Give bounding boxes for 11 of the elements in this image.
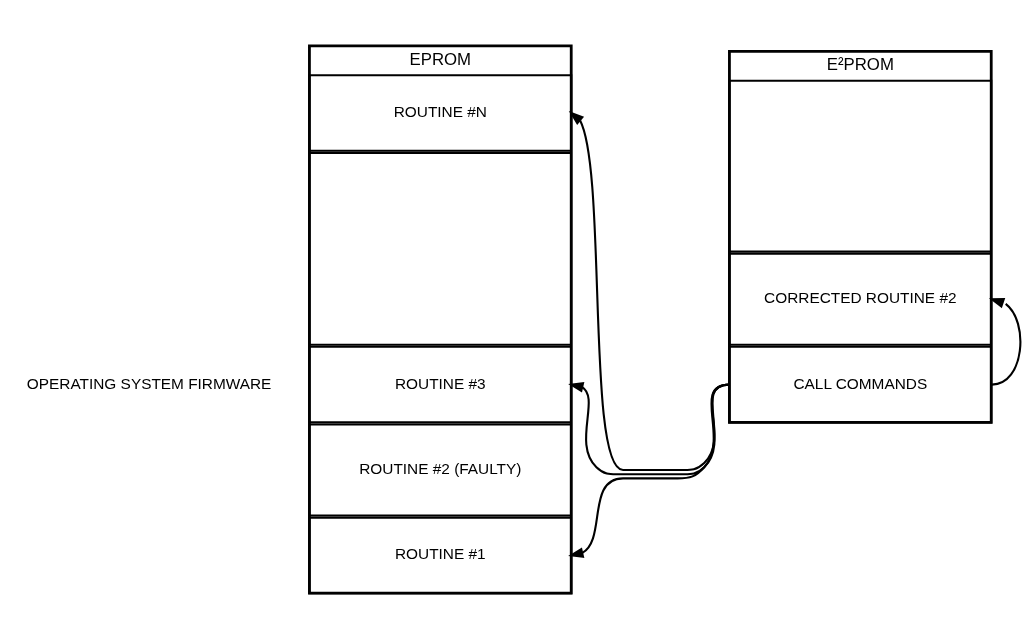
node-box: CALL COMMANDS [728, 345, 993, 424]
arrow [988, 297, 1022, 386]
node-box [728, 79, 993, 253]
node-box: ROUTINE #N [308, 74, 573, 152]
node-box: ROUTINE #3 [308, 345, 573, 424]
node-label: OPERATING SYSTEM FIRMWARE [26, 374, 272, 392]
node-box [308, 151, 573, 346]
node-box: ROUTINE #1 [308, 516, 573, 595]
arrow [568, 383, 730, 558]
node-box: ROUTINE #2 (FAULTY) [308, 423, 573, 517]
node-box: CORRECTED ROUTINE #2 [728, 252, 993, 346]
